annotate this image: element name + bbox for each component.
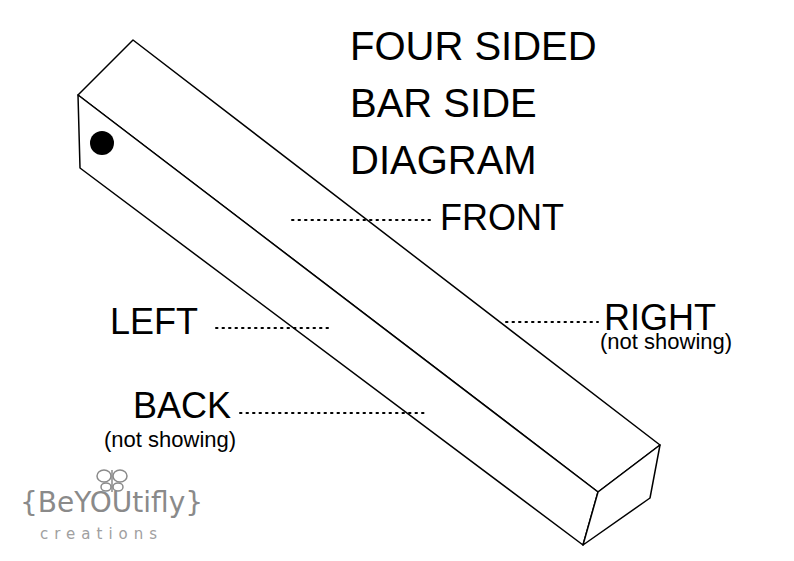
watermark: {BeYOUtifly} (20, 488, 203, 519)
leader-line (506, 321, 598, 323)
bar-hole (90, 131, 114, 155)
side-label: BACK (133, 386, 231, 426)
leader-line (240, 412, 425, 414)
diagram-title: FOUR SIDED BAR SIDE DIAGRAM (350, 18, 690, 189)
watermark: creations (40, 526, 163, 543)
note-label: (not showing) (104, 428, 236, 452)
leader-line (292, 219, 432, 221)
note-label: (not showing) (600, 330, 732, 354)
bar-end-face (583, 445, 660, 545)
side-label: FRONT (440, 198, 564, 238)
leader-line (216, 327, 330, 329)
side-label: LEFT (110, 302, 198, 342)
